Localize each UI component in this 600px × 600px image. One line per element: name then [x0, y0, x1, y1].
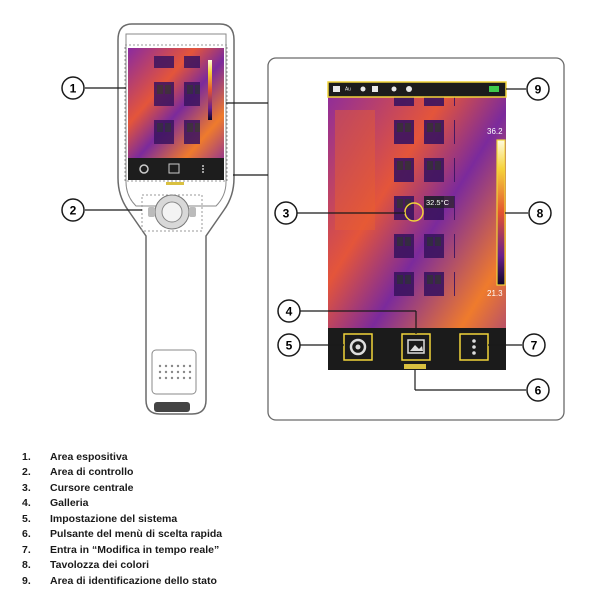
legend-item: 1. Area espositiva — [22, 449, 582, 465]
svg-text:7: 7 — [531, 339, 538, 353]
shortcut-menu-button[interactable] — [404, 364, 426, 369]
legend-text: Tavolozza dei colori — [50, 559, 149, 572]
svg-text:1: 1 — [70, 82, 77, 96]
legend-text: Area di identificazione dello stato — [50, 574, 217, 587]
legend-item: 8. Tavolozza dei colori — [22, 558, 582, 574]
status-bar — [328, 82, 506, 97]
legend-item: 5. Impostazione del sistema — [22, 511, 582, 527]
legend-list: 1. Area espositiva 2. Area di controllo 3.… — [22, 449, 582, 589]
leader-lines — [85, 87, 528, 391]
svg-text:5: 5 — [286, 339, 293, 353]
camera-icon — [333, 86, 340, 92]
legend-number: 6. — [22, 528, 31, 541]
power-icon — [406, 86, 412, 92]
callout-7: 7 — [522, 333, 546, 357]
legend-item: 6. Pulsante del menù di scelta rapida — [22, 527, 582, 543]
svg-text:3: 3 — [283, 207, 290, 221]
thermal-camera-diagram: ᴬᵘ 36.2 21.3 32.5°C — [61, 23, 565, 421]
legend-item: 3. Cursore centrale — [22, 480, 582, 496]
legend-text: Entra in “Modifica in tempo reale” — [50, 543, 220, 556]
svg-text:6: 6 — [535, 384, 542, 398]
legend-item: 4. Galleria — [22, 496, 582, 512]
svg-text:4: 4 — [286, 305, 293, 319]
bulb-icon — [360, 86, 366, 92]
gear-icon — [349, 338, 367, 356]
more-icon — [472, 339, 476, 343]
cursor-temperature: 32.5°C — [426, 198, 450, 207]
center-cursor — [404, 202, 424, 222]
mode-icon: ᴬᵘ — [344, 86, 351, 94]
legend-number: 1. — [22, 450, 31, 463]
legend-item: 7. Entra in “Modifica in tempo reale” — [22, 542, 582, 558]
gallery-icon — [407, 339, 425, 354]
scale-max-label: 36.2 — [487, 127, 503, 136]
scale-min-label: 21.3 — [487, 289, 503, 298]
legend-text: Cursore centrale — [50, 481, 134, 494]
legend-number: 7. — [22, 543, 31, 556]
legend-number: 3. — [22, 481, 31, 494]
callout-6: 6 — [526, 378, 550, 402]
legend-number: 9. — [22, 574, 31, 587]
legend-number: 8. — [22, 559, 31, 572]
callout-3: 3 — [274, 201, 298, 225]
legend-number: 4. — [22, 497, 31, 510]
callout-8: 8 — [528, 201, 552, 225]
battery-icon — [489, 86, 499, 92]
callout-1: 1 — [61, 76, 85, 100]
legend-text: Area di controllo — [50, 466, 134, 479]
legend-number: 5. — [22, 512, 31, 525]
legend-item: 2. Area di controllo — [22, 465, 582, 481]
legend-text: Area espositiva — [50, 450, 128, 463]
thermal-camera-device — [117, 23, 235, 415]
zoomed-screen: ᴬᵘ 36.2 21.3 32.5°C — [327, 81, 507, 370]
svg-text:2: 2 — [70, 204, 77, 218]
legend-number: 2. — [22, 466, 31, 479]
grid-icon — [372, 86, 378, 92]
legend-text: Impostazione del sistema — [50, 512, 178, 525]
system-settings-button[interactable] — [343, 333, 373, 361]
device-control-bar — [128, 158, 224, 180]
callout-2: 2 — [61, 198, 85, 222]
legend-text: Galleria — [50, 497, 89, 510]
legend-item: 9. Area di identificazione dello stato — [22, 573, 582, 589]
callout-5: 5 — [277, 333, 301, 357]
zoom-icon — [391, 86, 397, 92]
callout-4: 4 — [277, 299, 301, 323]
svg-text:8: 8 — [537, 207, 544, 221]
svg-text:9: 9 — [535, 83, 542, 97]
live-edit-button[interactable] — [459, 333, 489, 361]
callout-9: 9 — [526, 77, 550, 101]
color-palette-bar — [496, 139, 506, 286]
legend-text: Pulsante del menù di scelta rapida — [50, 528, 223, 541]
